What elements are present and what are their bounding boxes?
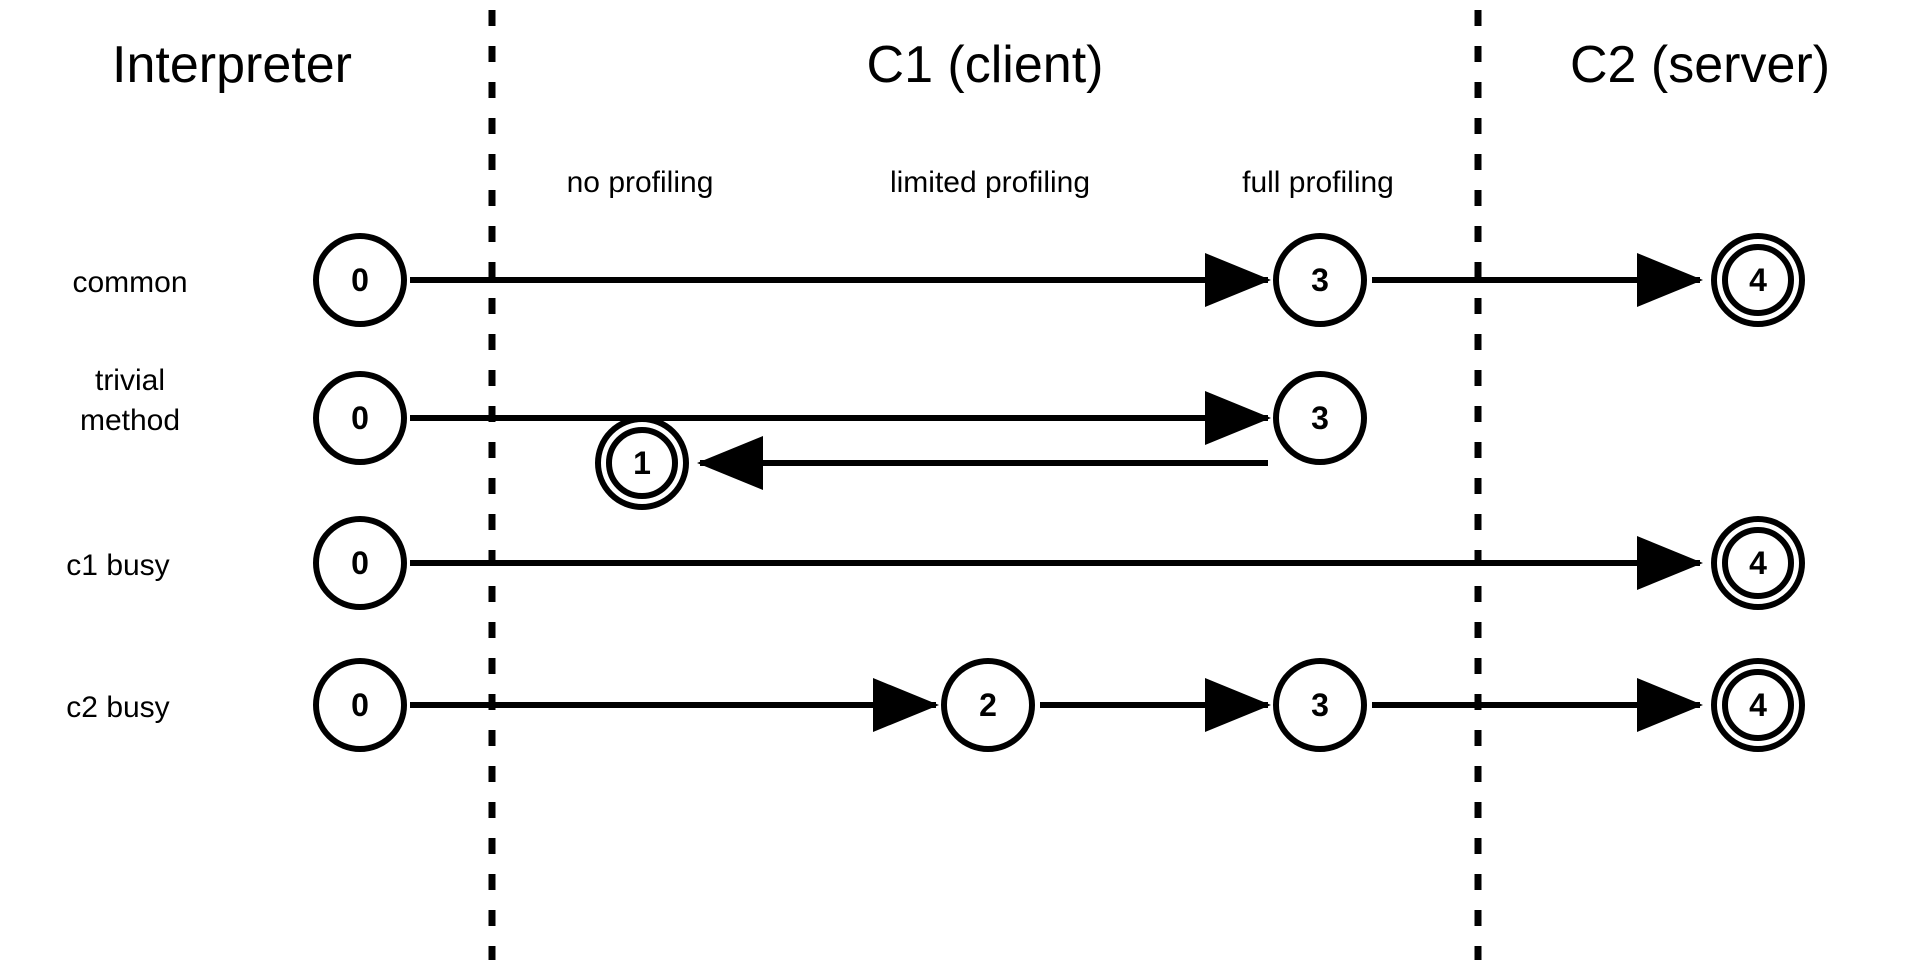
state-node-trivial-0: 0 — [313, 371, 407, 465]
state-node-trivial-3: 3 — [1273, 371, 1367, 465]
node-label: 0 — [351, 545, 369, 581]
row-label-c2-busy: c2 busy — [66, 691, 169, 724]
node-inner-ring — [1722, 669, 1794, 741]
state-node-c1busy-4: 4 — [1711, 516, 1805, 610]
state-node-common-4: 4 — [1711, 233, 1805, 327]
phase-labels-group: no profiling limited profiling full profil… — [567, 166, 1394, 199]
node-label: 3 — [1311, 262, 1329, 298]
node-label: 4 — [1749, 687, 1767, 723]
nodes-group: 0 3 4 0 1 3 0 4 0 2 3 4 — [313, 233, 1805, 752]
node-ring — [1273, 233, 1367, 327]
lane-title-c2: C2 (server) — [1570, 36, 1830, 94]
node-label: 2 — [979, 687, 997, 723]
node-label: 4 — [1749, 262, 1767, 298]
node-label: 3 — [1311, 400, 1329, 436]
lane-dividers-group — [488, 10, 1482, 960]
row-label-common: common — [72, 266, 187, 299]
lane-title-interpreter: Interpreter — [112, 36, 352, 94]
edges-group — [410, 253, 1703, 732]
row-label-c1-busy: c1 busy — [66, 549, 169, 582]
state-node-c1busy-0: 0 — [313, 516, 407, 610]
phase-label-limited-profiling: limited profiling — [890, 166, 1090, 199]
node-label: 0 — [351, 400, 369, 436]
state-node-trivial-1: 1 — [595, 416, 689, 510]
node-inner-ring — [1722, 244, 1794, 316]
state-node-c2busy-2: 2 — [941, 658, 1035, 752]
state-node-common-3: 3 — [1273, 233, 1367, 327]
node-label: 4 — [1749, 545, 1767, 581]
state-node-c2busy-0: 0 — [313, 658, 407, 752]
node-label: 0 — [351, 687, 369, 723]
node-label: 1 — [633, 445, 651, 481]
node-inner-ring — [1722, 527, 1794, 599]
node-label: 0 — [351, 262, 369, 298]
lane-titles-group: Interpreter C1 (client) C2 (server) — [112, 36, 1830, 94]
node-ring — [1273, 371, 1367, 465]
phase-label-full-profiling: full profiling — [1242, 166, 1394, 199]
node-ring — [313, 371, 407, 465]
state-node-c2busy-4: 4 — [1711, 658, 1805, 752]
node-ring — [313, 658, 407, 752]
node-ring — [313, 516, 407, 610]
node-ring — [941, 658, 1035, 752]
state-node-common-0: 0 — [313, 233, 407, 327]
phase-label-no-profiling: no profiling — [567, 166, 714, 199]
state-node-c2busy-3: 3 — [1273, 658, 1367, 752]
node-ring — [1273, 658, 1367, 752]
node-label: 3 — [1311, 687, 1329, 723]
node-inner-ring — [606, 427, 678, 499]
lane-title-c1: C1 (client) — [867, 36, 1104, 94]
node-ring — [313, 233, 407, 327]
